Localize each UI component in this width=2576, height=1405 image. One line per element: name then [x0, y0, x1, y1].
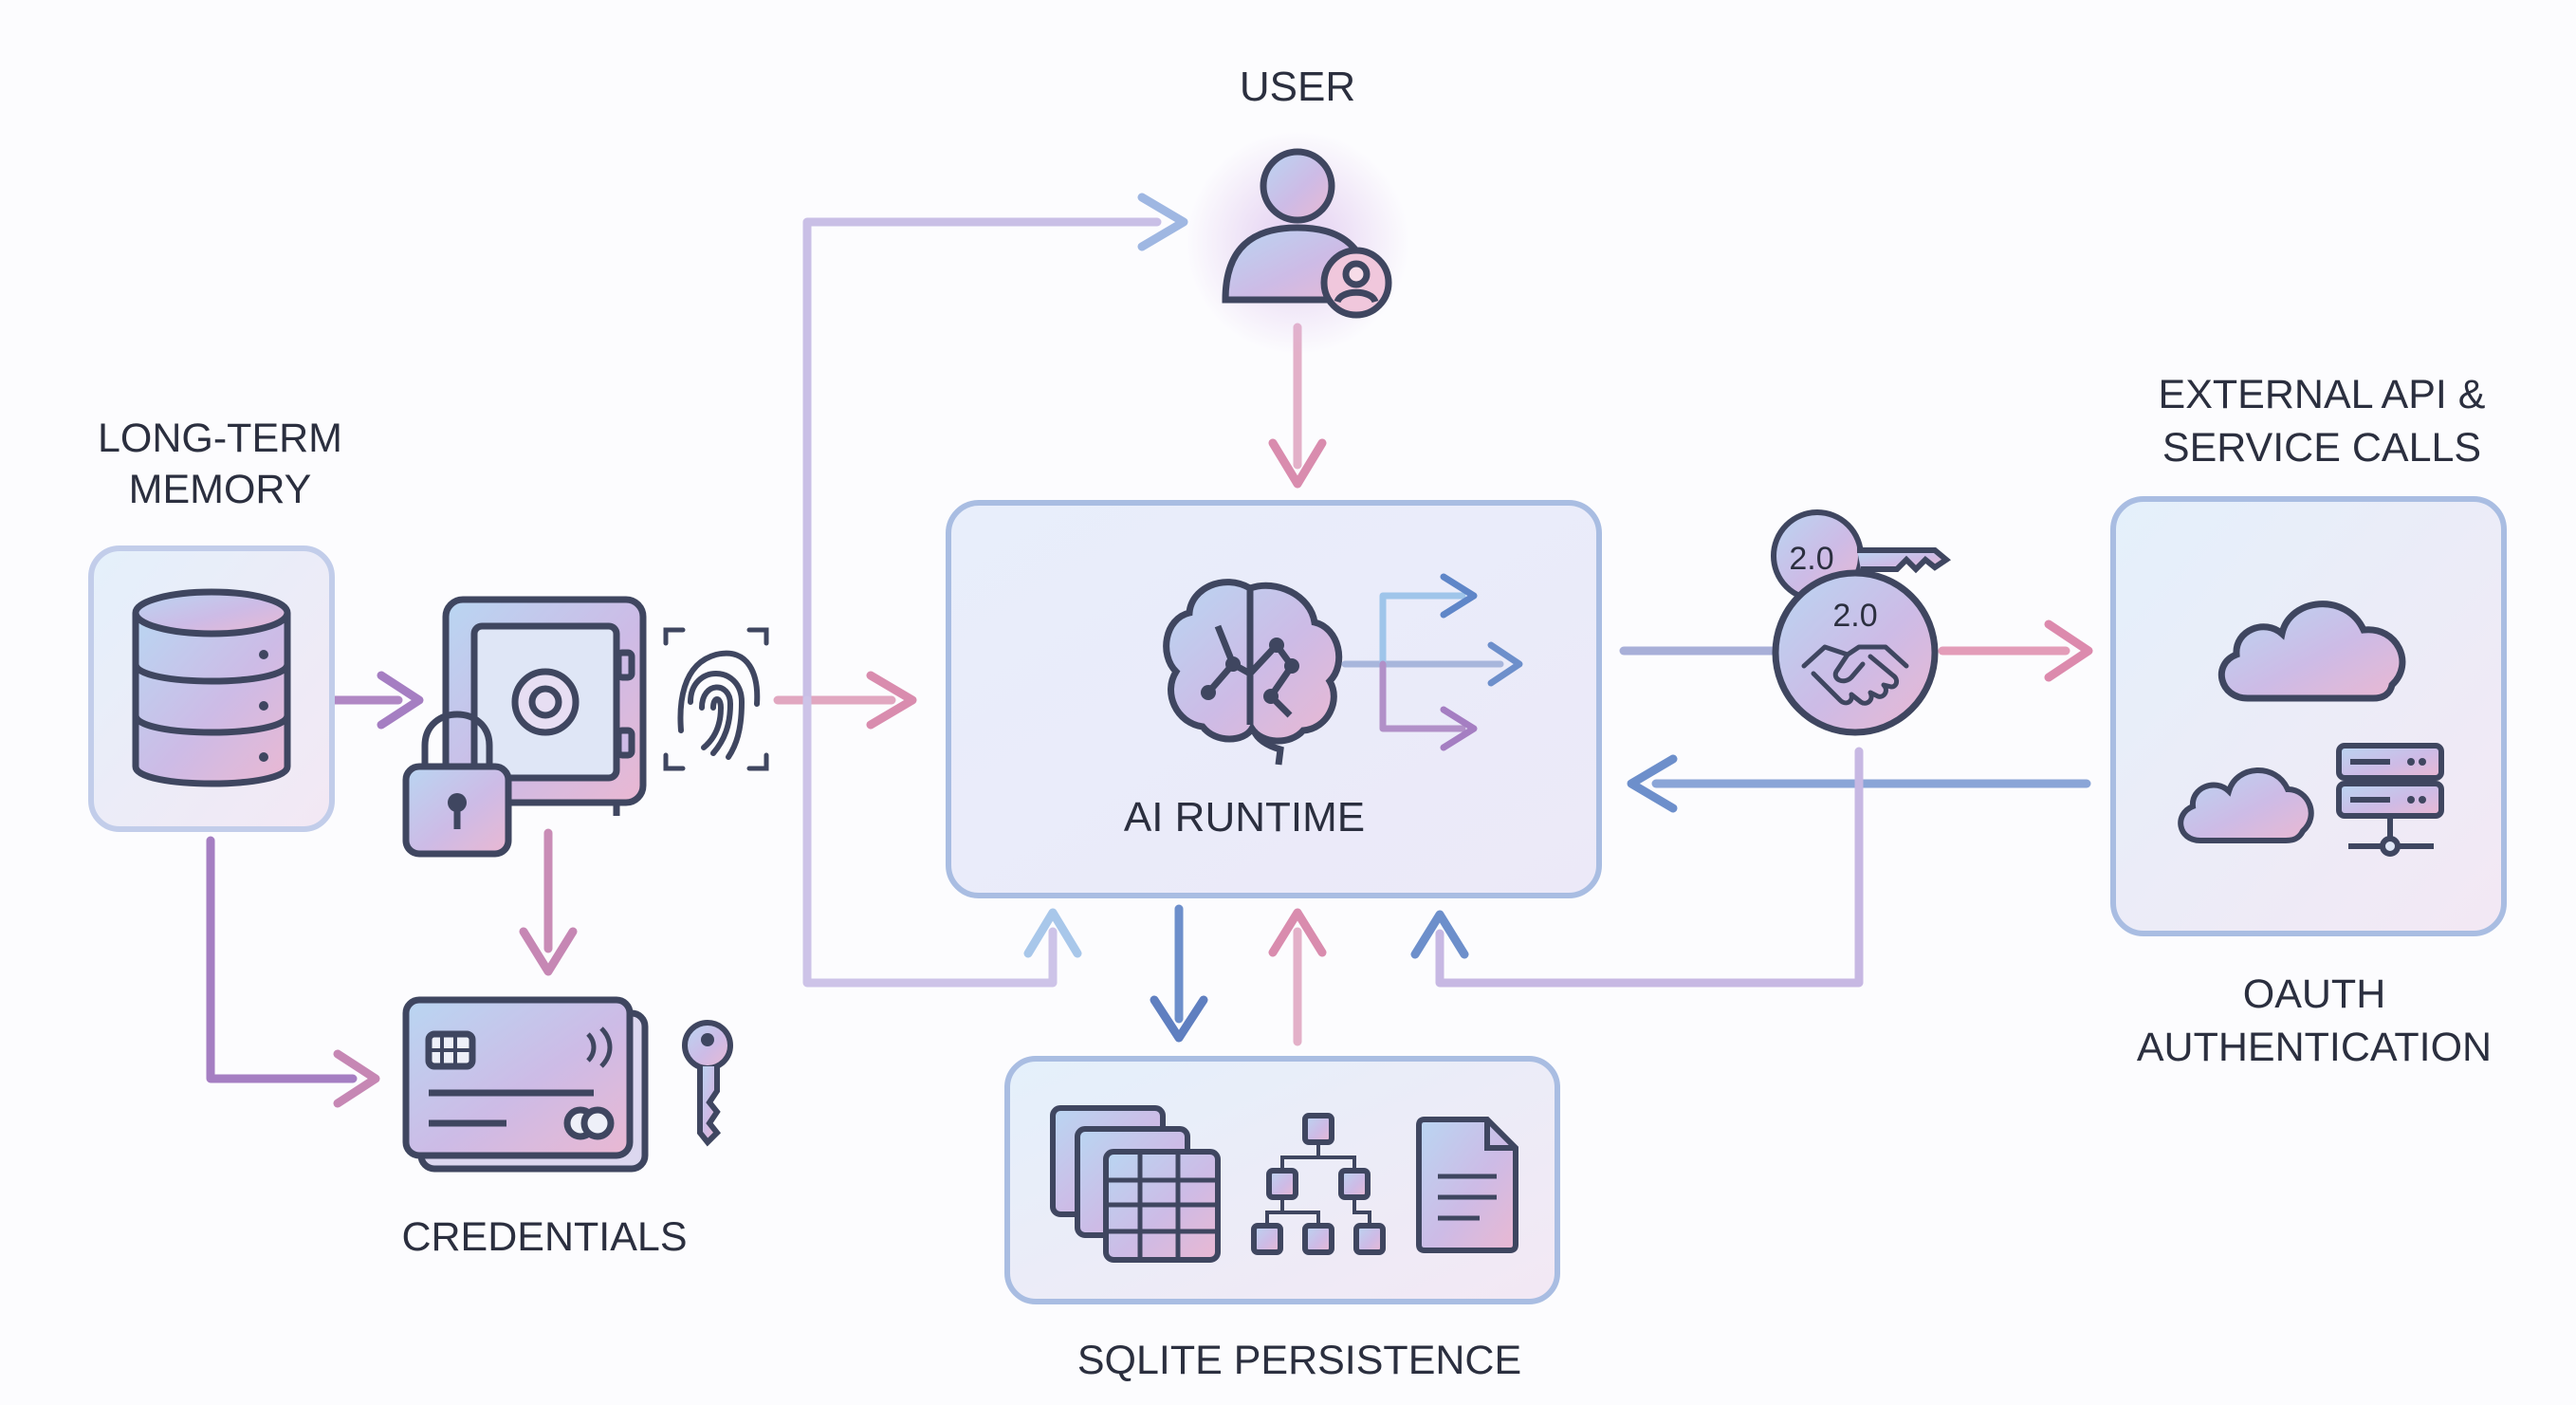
credit-card-icon [402, 996, 634, 1159]
sqlite-label: SQLITE PERSISTENCE [1077, 1338, 1521, 1383]
arrowhead-external-in [2044, 619, 2093, 682]
runtime-label: AI RUNTIME [1124, 794, 1365, 841]
ai-runtime-node: AI RUNTIME [946, 500, 1602, 898]
credentials-node: CREDENTIALS [401, 996, 733, 1260]
padlock-icon [402, 711, 512, 858]
credentials-label: CREDENTIALS [401, 1214, 687, 1260]
oauth-label-line2: AUTHENTICATION [2137, 1025, 2492, 1070]
server-icon [2336, 743, 2444, 857]
connector-oauth-to-runtime [1435, 747, 1864, 988]
sqlite-node: SQLITE PERSISTENCE [1004, 1056, 1560, 1383]
arrowhead-credentials-down [519, 927, 578, 976]
oauth-label-line1: OAUTH [2243, 971, 2386, 1017]
arrowhead-runtime-in [866, 671, 917, 730]
arrowhead-sqlite-down [1150, 995, 1208, 1043]
hierarchy-icon [1251, 1113, 1386, 1255]
connector-loop-to-runtime [802, 695, 1058, 988]
arrowhead-user-in [1137, 193, 1188, 251]
arrowhead-runtime-up [1268, 908, 1327, 957]
external-box [2110, 496, 2507, 936]
arrowhead-loop-up [1023, 908, 1082, 958]
external-api-node: EXTERNAL API & SERVICE CALLS OAUTH AUTHE… [2110, 372, 2507, 1070]
arrowhead-runtime-up-right [1410, 910, 1469, 959]
external-label-line1: EXTERNAL API & [2159, 372, 2486, 417]
safe-icon [442, 596, 647, 816]
document-icon [1416, 1117, 1518, 1253]
branch-arrows-icon [1341, 573, 1523, 751]
fingerprint-icon [663, 627, 769, 771]
user-node: USER [1186, 64, 1409, 355]
external-label-line2: SERVICE CALLS [2162, 425, 2481, 471]
connector-memory-to-credentials [206, 836, 358, 1083]
table-stack-icon [1050, 1105, 1221, 1263]
oauth-seal-version: 2.0 [1832, 598, 1877, 634]
arrowhead-credentials-in [333, 1049, 380, 1108]
brain-icon [1163, 579, 1343, 766]
cloud-icon [2217, 601, 2406, 702]
oauth-badge: 2.0 2.0 [1771, 509, 1952, 736]
memory-label-line2: MEMORY [129, 467, 312, 512]
arrowhead-vault-in [377, 671, 424, 730]
memory-label-line1: LONG-TERM [98, 416, 342, 461]
key-icon [682, 1020, 733, 1147]
cloud-small-icon [2178, 767, 2314, 843]
arrowhead-runtime-in-right [1627, 754, 1678, 813]
connector-to-user [802, 217, 1162, 705]
handshake-icon [1801, 644, 1909, 706]
long-term-memory-node: LONG-TERM MEMORY [88, 416, 342, 832]
arrowhead-user-down [1268, 438, 1327, 489]
database-icon [132, 588, 291, 787]
oauth-seal [1772, 569, 1939, 736]
user-icon [1222, 148, 1392, 319]
connectors [206, 193, 2093, 1108]
oauth-key-version: 2.0 [1789, 541, 1833, 577]
vault-node [402, 596, 769, 858]
user-label: USER [1240, 64, 1355, 110]
